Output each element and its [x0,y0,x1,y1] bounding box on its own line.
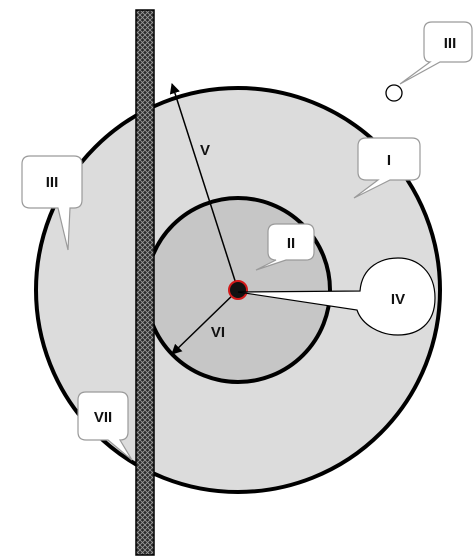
label-vi: VI [211,324,225,341]
callout-iii-right-bubble [399,21,473,85]
center-dot [228,280,248,300]
small-circle [385,84,403,102]
label-iii-right: III [444,35,457,52]
callout-i-bubble [353,137,421,199]
label-iv: IV [391,291,405,308]
radius-v-arrow [169,83,239,291]
radius-vi-arrow [171,289,239,355]
callout-iii-left-bubble [21,155,83,251]
label-v: V [200,142,210,159]
callout-vii-bubble [77,391,133,461]
wall [135,9,155,556]
label-i: I [387,152,391,169]
callout-ii-bubble [255,223,315,271]
label-ii: II [287,235,295,252]
label-iii-left: III [46,174,59,191]
callout-iv-bubble [237,257,436,336]
label-vii: VII [94,409,112,426]
